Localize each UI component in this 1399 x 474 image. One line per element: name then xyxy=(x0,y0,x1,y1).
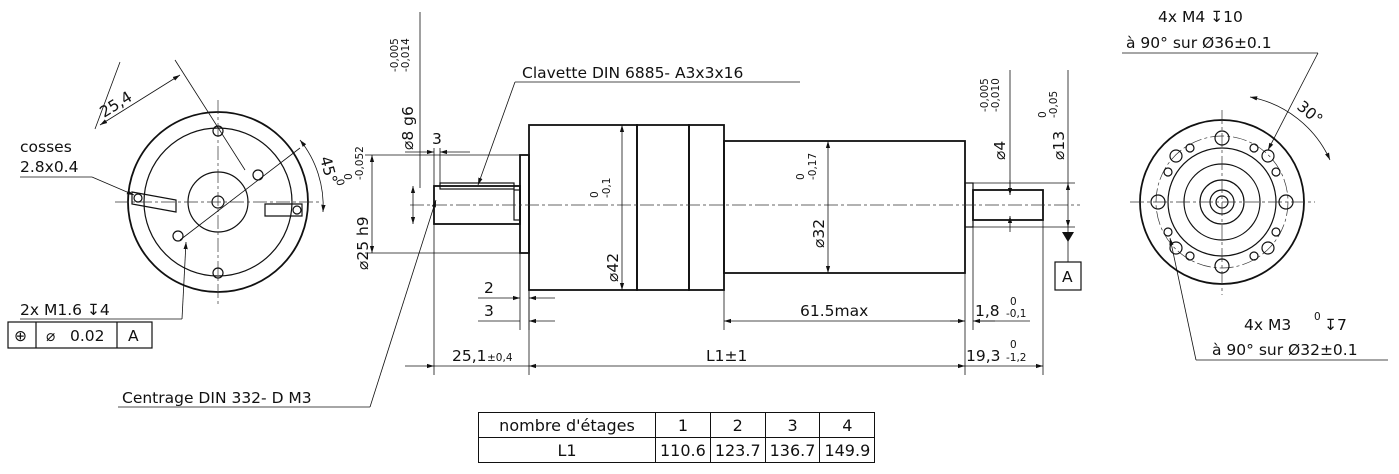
l1-value: 136.7 xyxy=(764,437,821,463)
clavette-label: Clavette DIN 6885- A3x3x16 xyxy=(522,64,743,82)
gearbox-stage-2 xyxy=(636,124,690,291)
datum-a: A xyxy=(1062,268,1073,286)
dim-19-3: 19,3 xyxy=(966,347,1001,365)
row-label: L1 xyxy=(478,437,656,463)
svg-text:-0,010: -0,010 xyxy=(990,78,1002,112)
m16-hole-1 xyxy=(252,169,264,181)
l1-value: 123.7 xyxy=(709,437,766,463)
svg-text:-1,2: -1,2 xyxy=(1006,352,1027,364)
right-end-view: 4x M4 ↧10 à 90° sur Ø36±0.1 30° 4x M3 0 … xyxy=(1122,8,1388,361)
m4-label-1: 4x M4 ↧10 xyxy=(1158,8,1243,26)
datum-a-box xyxy=(1054,261,1082,291)
svg-text:A: A xyxy=(128,327,139,345)
svg-text:0: 0 xyxy=(1010,296,1017,308)
stage-cell: 4 xyxy=(819,412,876,438)
svg-text:↧7: ↧7 xyxy=(1324,316,1347,334)
m16-label: 2x M1.6 ↧4 xyxy=(20,301,110,319)
table-header: nombre d'étages xyxy=(478,412,656,438)
svg-text:-0,005: -0,005 xyxy=(389,38,401,72)
side-view: ⌀8 g6 -0,005 -0,014 ⌀25 h9 0 -0,052 3 Cl… xyxy=(118,12,1082,408)
stages-table: nombre d'étages 1 2 3 4 L1 110.6 123.7 1… xyxy=(478,412,876,463)
dim-3-top: 3 xyxy=(432,130,442,148)
left-top-notch xyxy=(212,125,224,137)
svg-text:0: 0 xyxy=(343,173,355,180)
l1-value: 149.9 xyxy=(819,437,876,463)
dim-d4: ⌀4 xyxy=(991,141,1009,160)
dim-l1: L1±1 xyxy=(706,347,747,365)
m3-hole xyxy=(1163,227,1173,237)
left-bottom-notch xyxy=(212,267,224,279)
stage-cell: 2 xyxy=(709,412,766,438)
svg-text:0: 0 xyxy=(1314,311,1321,323)
svg-text:-0,052: -0,052 xyxy=(354,146,366,180)
feature-control-frame: ⊕ ⌀ 0.02 A xyxy=(7,321,153,349)
dim-61-5: 61.5max xyxy=(800,302,868,320)
front-flange xyxy=(519,154,530,254)
m4-label-2: à 90° sur Ø36±0.1 xyxy=(1126,34,1272,52)
svg-text:0.02: 0.02 xyxy=(70,327,105,345)
table-row: L1 110.6 123.7 136.7 149.9 xyxy=(478,437,876,463)
svg-text:-0,17: -0,17 xyxy=(807,153,819,180)
dim-2: 2 xyxy=(484,279,494,297)
m3-label-1: 4x M3 xyxy=(1244,316,1291,334)
angle-30: 30° xyxy=(1293,97,1326,128)
svg-text:0: 0 xyxy=(795,173,807,180)
svg-text:-0,05: -0,05 xyxy=(1048,91,1060,118)
m3-label-2: à 90° sur Ø32±0.1 xyxy=(1212,341,1358,359)
svg-text:0: 0 xyxy=(333,178,346,188)
dim-d25: ⌀25 h9 xyxy=(354,216,372,270)
cosses-label: cosses xyxy=(20,138,72,156)
dim-d42: ⌀42 xyxy=(604,253,622,282)
dim-25-1: 25,1 xyxy=(452,347,487,365)
stage-cell: 3 xyxy=(764,412,821,438)
svg-text:-0,1: -0,1 xyxy=(601,178,613,199)
table-row: nombre d'étages 1 2 3 4 xyxy=(478,412,876,438)
motor-body xyxy=(723,140,966,274)
dim-d8: ⌀8 g6 xyxy=(399,106,417,150)
stage-cell: 1 xyxy=(655,412,711,438)
dim-d32: ⌀32 xyxy=(810,219,828,248)
svg-text:⌀: ⌀ xyxy=(46,327,55,345)
dim-3-low: 3 xyxy=(484,302,494,320)
left-end-view: 25,4 45° 0 cosses 2.8x0.4 2x M1.6 ↧4 ⊕ ⌀… xyxy=(7,59,346,349)
svg-text:±0,4: ±0,4 xyxy=(487,352,513,364)
svg-text:0: 0 xyxy=(589,191,601,198)
svg-text:2.8x0.4: 2.8x0.4 xyxy=(20,158,78,176)
svg-text:-0,005: -0,005 xyxy=(979,78,991,112)
l1-value: 110.6 xyxy=(655,437,711,463)
svg-text:⊕: ⊕ xyxy=(14,327,27,345)
dim-1-8: 1,8 xyxy=(975,302,1000,320)
dim-25-4: 25,4 xyxy=(97,88,136,122)
key xyxy=(439,182,515,190)
terminal-right xyxy=(264,203,303,217)
svg-text:0: 0 xyxy=(1037,111,1049,118)
m16-hole-2 xyxy=(172,230,184,242)
svg-text:-0,014: -0,014 xyxy=(400,38,412,72)
m4-hole xyxy=(1261,149,1275,163)
gearbox-stage-3 xyxy=(688,124,725,291)
svg-text:0: 0 xyxy=(1010,339,1017,351)
dim-d13: ⌀13 xyxy=(1050,131,1068,160)
centrage-label: Centrage DIN 332- D M3 xyxy=(122,389,312,407)
terminal-left xyxy=(131,191,177,213)
svg-text:-0,1: -0,1 xyxy=(1006,308,1027,320)
